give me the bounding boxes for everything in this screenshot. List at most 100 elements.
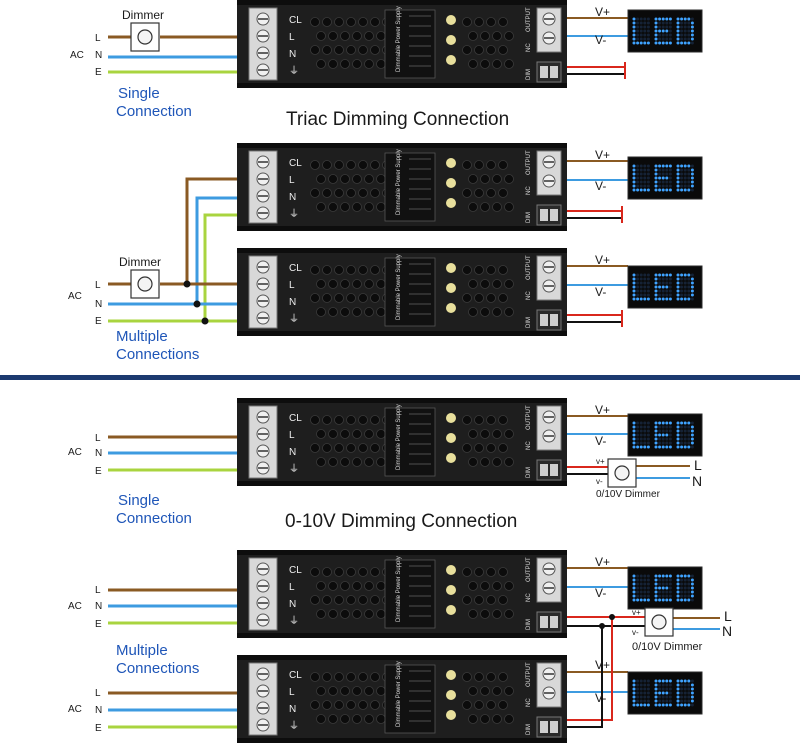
psu-brand-text: Dimmable Power Supply xyxy=(396,6,402,72)
dimmer-live-label: L xyxy=(694,457,702,473)
dimmer-label: Dimmer xyxy=(122,8,164,22)
zero-ten-multiple-wiring xyxy=(108,567,720,729)
psu-output-label: OUTPUT xyxy=(526,405,532,430)
neutral-label: N xyxy=(95,705,102,716)
vminus-label: V- xyxy=(595,434,606,448)
dimmer-0-10v-label: 0/10V Dimmer xyxy=(632,641,703,653)
dimmer-vminus-label: v- xyxy=(632,628,639,637)
psu-top-rail xyxy=(237,550,567,555)
psu-terminal-label: L xyxy=(289,430,295,441)
live-label: L xyxy=(95,33,101,44)
capacitor-icon xyxy=(446,585,456,595)
psu-nc-label: NC xyxy=(526,43,532,52)
psu-brand-text: Dimmable Power Supply xyxy=(396,556,402,622)
psu-output-label: OUTPUT xyxy=(526,7,532,32)
psu-spec-label xyxy=(384,152,436,222)
earth-label: E xyxy=(95,466,102,477)
psu-terminal-label: L xyxy=(289,175,295,186)
psu-spec-label xyxy=(384,9,436,79)
psu-terminal-label: ⏚ xyxy=(289,208,299,220)
dimmer-0-10v-label: 0/10V Dimmer xyxy=(596,489,661,500)
earth-label: E xyxy=(95,723,102,734)
psu-nc-label: NC xyxy=(526,593,532,602)
ac-label: AC xyxy=(68,447,82,458)
led-strip-panel xyxy=(627,671,703,715)
multiple-label-line1: Multiple xyxy=(116,328,168,345)
psu-bottom-rail xyxy=(237,83,567,88)
psu-dim-label: DIM xyxy=(526,467,532,478)
triac-single-wiring xyxy=(108,17,628,79)
capacitor-icon xyxy=(446,413,456,423)
zero-ten-single-wiring xyxy=(108,415,690,479)
vplus-label: V+ xyxy=(595,148,610,162)
psu-terminal-label: ⏚ xyxy=(289,65,299,77)
dimmer-label: Dimmer xyxy=(119,255,161,269)
ac-label: AC xyxy=(70,50,84,61)
psu-top-rail xyxy=(237,655,567,660)
psu-top-rail xyxy=(237,143,567,148)
capacitor-icon xyxy=(446,710,456,720)
psu-terminal-label: N xyxy=(289,599,296,610)
psu-terminal-label: L xyxy=(289,687,295,698)
psu-nc-label: NC xyxy=(526,186,532,195)
capacitor-icon xyxy=(446,283,456,293)
capacitor-icon xyxy=(446,433,456,443)
neutral-label: N xyxy=(95,50,102,61)
vplus-label: V+ xyxy=(595,658,610,672)
psu-dim-label: DIM xyxy=(526,724,532,735)
psu-terminal-label: L xyxy=(289,280,295,291)
psu-spec-label xyxy=(384,407,436,477)
psu-terminal-label: CL xyxy=(289,670,302,681)
psu-terminal-label: ⏚ xyxy=(289,720,299,732)
dimmer-vminus-label: v- xyxy=(596,477,603,486)
earth-label: E xyxy=(95,619,102,630)
psu-nc-label: NC xyxy=(526,291,532,300)
dimmer-switch xyxy=(130,269,160,299)
vplus-label: V+ xyxy=(595,403,610,417)
psu-top-rail xyxy=(237,0,567,5)
capacitor-icon xyxy=(446,198,456,208)
psu-bottom-rail xyxy=(237,481,567,486)
ac-label: AC xyxy=(68,291,82,302)
psu-output-terminal-block xyxy=(536,7,562,53)
ac-label: AC xyxy=(68,601,82,612)
psu-terminal-label: N xyxy=(289,447,296,458)
psu-brand-text: Dimmable Power Supply xyxy=(396,404,402,470)
psu-bottom-rail xyxy=(237,738,567,743)
psu-output-label: OUTPUT xyxy=(526,255,532,280)
dimmer-0-10v xyxy=(644,607,674,637)
dimmer-vplus-label: v+ xyxy=(596,457,605,466)
vminus-label: V- xyxy=(595,179,606,193)
neutral-label: N xyxy=(95,601,102,612)
vminus-label: V- xyxy=(595,285,606,299)
psu-terminal-label: L xyxy=(289,32,295,43)
led-strip-panel xyxy=(627,9,703,53)
psu-terminal-label: CL xyxy=(289,413,302,424)
psu-brand-text: Dimmable Power Supply xyxy=(396,661,402,727)
dimmer-live-label: L xyxy=(724,608,732,624)
led-strip-panel xyxy=(627,413,703,457)
triac-multiple-wiring xyxy=(108,160,628,327)
psu-dim-label: DIM xyxy=(526,619,532,630)
live-label: L xyxy=(95,585,101,596)
led-strip-panel xyxy=(627,566,703,610)
psu-bottom-rail xyxy=(237,226,567,231)
vplus-label: V+ xyxy=(595,555,610,569)
led-strip-panel xyxy=(627,265,703,309)
dimmer-switch xyxy=(130,22,160,52)
dimmer-knob-icon xyxy=(137,276,153,292)
single-label-line2: Connection xyxy=(116,510,192,527)
dimmer-knob-icon xyxy=(651,614,667,630)
psu-top-rail xyxy=(237,248,567,253)
vminus-label: V- xyxy=(595,586,606,600)
psu-terminal-label: CL xyxy=(289,263,302,274)
psu-terminal-label: L xyxy=(289,582,295,593)
single-label-line1: Single xyxy=(118,85,160,102)
capacitor-icon xyxy=(446,670,456,680)
multiple-label-line2: Connections xyxy=(116,346,199,363)
